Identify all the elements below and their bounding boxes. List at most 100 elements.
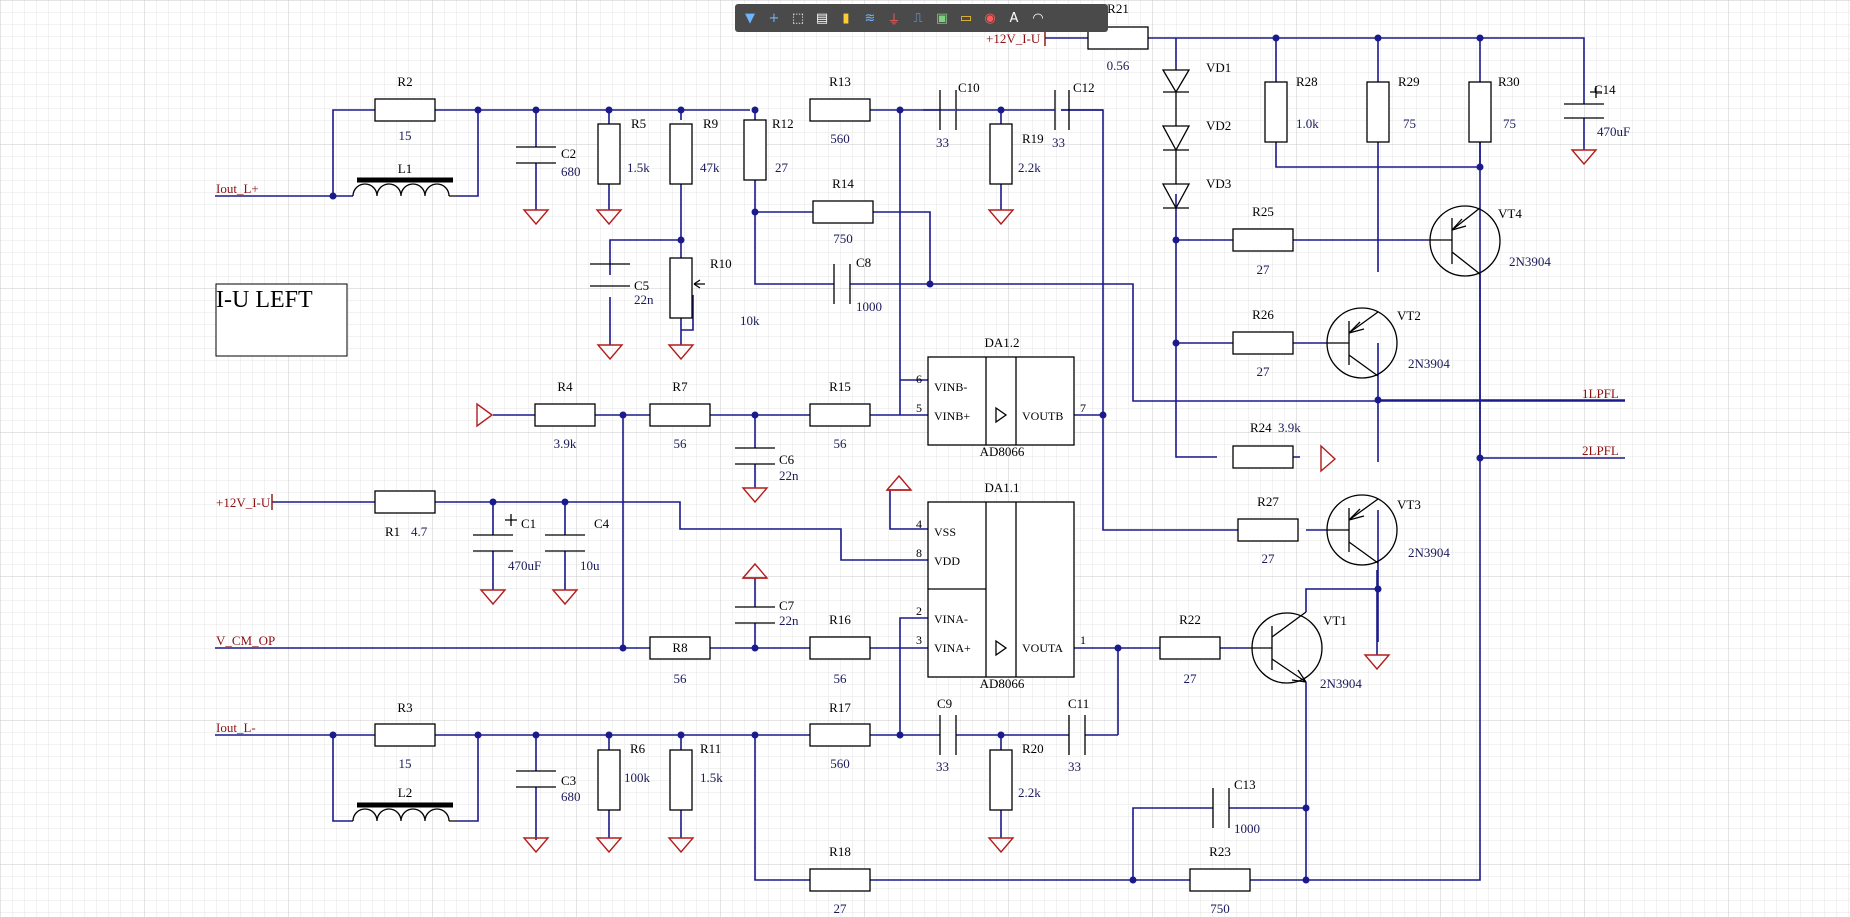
label-VT2: VT2: [1397, 308, 1421, 323]
device-icon[interactable]: ▭: [959, 10, 973, 26]
schematic-toolbar: ▼ + ⬚ ▤ ▮ ≋ ⏚ ⎍ ▣ ▭ ◉ A ◠: [735, 4, 1108, 32]
ground-icon[interactable]: ⏚: [887, 12, 901, 28]
value-C1: 470uF: [508, 558, 541, 573]
label-R17: R17: [829, 700, 851, 715]
label-R3: R3: [397, 700, 412, 715]
resistor-R22: [1159, 636, 1221, 660]
label-R2: R2: [397, 74, 412, 89]
value-R25: 27: [1257, 262, 1271, 277]
label-R6: R6: [630, 741, 646, 756]
label-C10: C10: [958, 80, 980, 95]
label-R21: R21: [1107, 1, 1129, 16]
label-R15: R15: [829, 379, 851, 394]
label-C6: C6: [779, 452, 795, 467]
opamp-DA1.1[interactable]: [927, 501, 1075, 678]
resistor-R27: [1237, 518, 1299, 542]
title-box: [215, 283, 348, 357]
label-VT1: VT1: [1323, 613, 1347, 628]
filter-icon[interactable]: ▼: [745, 10, 755, 26]
resistor-bodies: [374, 26, 1492, 892]
value-VT2: 2N3904: [1408, 356, 1450, 371]
pin-VINB-pos: VINB+: [934, 409, 970, 423]
value-C7: 22n: [779, 613, 799, 628]
junctions: [329, 34, 1484, 884]
cap-C7: [735, 606, 775, 624]
gnd-r6: [595, 837, 623, 854]
label-R27: R27: [1257, 494, 1279, 509]
align-icon[interactable]: ▤: [815, 10, 829, 26]
cap-C13: [1212, 788, 1230, 828]
label-L1: L1: [398, 161, 412, 176]
value-R7: 56: [674, 436, 688, 451]
resistor-R23: [1189, 868, 1251, 892]
net-label-icon[interactable]: ⎍: [913, 10, 923, 26]
label-R22: R22: [1179, 612, 1201, 627]
component-icon[interactable]: ▮: [842, 10, 850, 26]
resistor-R15: [809, 403, 871, 427]
cap-C1: [473, 534, 513, 552]
resistor-R10: [669, 257, 693, 319]
resistor-R3: [374, 723, 436, 747]
label-R30: R30: [1498, 74, 1520, 89]
select-rect-icon[interactable]: ⬚: [791, 10, 805, 26]
value-R22: 27: [1184, 671, 1198, 686]
resistor-R16: [809, 636, 871, 660]
value-C12: 33: [1052, 135, 1065, 150]
cap-C9: [939, 715, 957, 755]
bus-icon[interactable]: ≋: [864, 10, 876, 26]
resistor-R7: [649, 403, 711, 427]
inductor-L1: [352, 177, 457, 197]
label-C8: C8: [856, 255, 871, 270]
add-icon[interactable]: +: [768, 10, 780, 26]
port-icon[interactable]: ◉: [984, 10, 996, 26]
label-VD1: VD1: [1206, 60, 1231, 75]
labels: R215R13560R14750R51.5kR947kR1227R192.2kR…: [216, 1, 1630, 916]
pinnum-2: 2: [916, 604, 922, 618]
label-R18: R18: [829, 844, 851, 859]
arc-icon[interactable]: ◠: [1032, 10, 1044, 26]
value-R19: 2.2k: [1018, 160, 1041, 175]
label-R13: R13: [829, 74, 851, 89]
resistor-R1: [374, 490, 436, 514]
r24-arrow: [1320, 444, 1337, 473]
pin-VOUTA: VOUTA: [1022, 641, 1063, 655]
value-VT1: 2N3904: [1320, 676, 1362, 691]
diode-VD3: [1161, 183, 1191, 210]
gnd-c4: [551, 589, 579, 606]
text-icon[interactable]: A: [1009, 10, 1019, 26]
value-R16: 56: [834, 671, 848, 686]
r4-arrow: [476, 402, 494, 428]
pin-VINA-neg: VINA-: [934, 612, 968, 626]
label-C9: C9: [937, 696, 952, 711]
cap-C14: [1564, 103, 1604, 119]
resistor-R12: [743, 119, 767, 181]
value-R28: 1.0k: [1296, 116, 1319, 131]
ground-symbols: [476, 149, 1598, 854]
cap-C2: [516, 146, 556, 164]
label-VT3: VT3: [1397, 497, 1421, 512]
value-R4: 3.9k: [554, 436, 577, 451]
value-R3: 15: [399, 756, 412, 771]
opamp-DA1.2[interactable]: [927, 356, 1075, 446]
value-R24: 3.9k: [1278, 420, 1301, 435]
value-C11: 33: [1068, 759, 1081, 774]
pinnum-8: 8: [916, 546, 922, 560]
label-R20: R20: [1022, 741, 1044, 756]
value-R10: 10k: [740, 313, 760, 328]
resistor-R18: [809, 868, 871, 892]
value-C10: 33: [936, 135, 949, 150]
gnd-c14: [1570, 149, 1598, 166]
value-R18: 27: [834, 901, 848, 916]
capacitor-plates: [473, 86, 1604, 828]
chip-icon[interactable]: ▣: [935, 10, 949, 26]
resistor-R6: [597, 749, 621, 811]
label-C11: C11: [1068, 696, 1089, 711]
value-C5: 22n: [634, 292, 654, 307]
pinnum-6: 6: [916, 372, 922, 386]
net-2lpfl: 2LPFL: [1582, 443, 1619, 458]
resistor-R9: [669, 123, 693, 185]
gnd-r19: [987, 209, 1015, 226]
pinnum-1: 1: [1080, 633, 1086, 647]
resistor-R24: [1232, 445, 1294, 469]
